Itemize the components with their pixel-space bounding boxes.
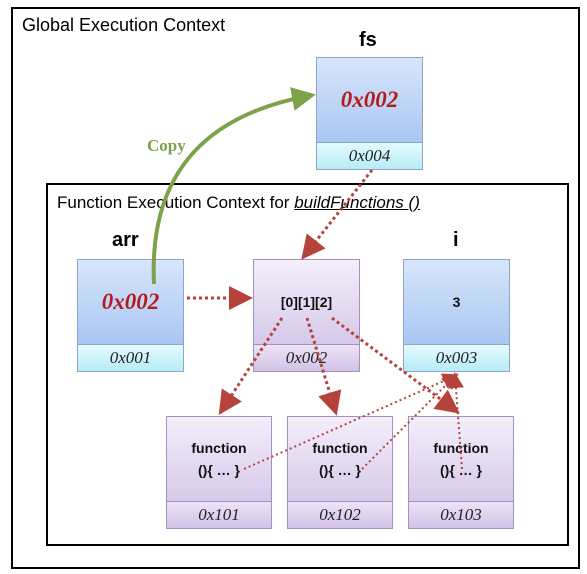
function-body: (){ … } [319,462,361,478]
function-keyword: function [312,440,368,456]
arr-address: 0x001 [78,344,183,371]
function-object-box: function (){ … } 0x102 [287,416,393,529]
arr-variable-label: arr [112,229,139,251]
fs-variable-label: fs [359,29,377,51]
function-body: (){ … } [198,462,240,478]
function-object-box: function (){ … } 0x103 [408,416,514,529]
i-value: 3 [452,294,461,310]
function-object-address: 0x103 [409,501,513,528]
arr-value: 0x002 [101,289,160,314]
array-object-address: 0x002 [254,344,359,371]
function-context-function-name: buildFunctions () [294,193,420,212]
array-object-value: [0][1][2] [280,294,333,310]
function-body: (){ … } [440,462,482,478]
function-object-address: 0x101 [167,501,271,528]
arr-variable-box: 0x002 0x001 [77,259,184,372]
function-keyword: function [191,440,247,456]
global-context-title: Global Execution Context [22,15,226,35]
fs-value: 0x002 [340,87,399,112]
copy-label: Copy [147,136,186,155]
i-variable-label: i [453,229,459,251]
function-context-title-prefix: Function Execution Context for [57,193,295,212]
i-variable-box: 3 0x003 [403,259,510,372]
i-address: 0x003 [404,344,509,371]
global-execution-context-frame [11,7,580,569]
function-object-box: function (){ … } 0x101 [166,416,272,529]
array-object-box: [0][1][2] 0x002 [253,259,360,372]
function-context-title: Function Execution Context for buildFunc… [57,193,420,213]
fs-variable-box: 0x002 0x004 [316,57,423,170]
fs-address: 0x004 [317,142,422,169]
function-keyword: function [433,440,489,456]
function-object-address: 0x102 [288,501,392,528]
